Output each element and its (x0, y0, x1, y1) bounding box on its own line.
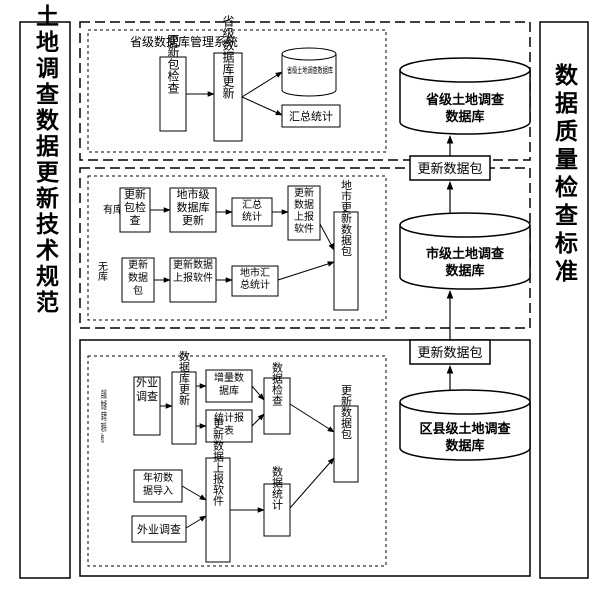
city-report-software-b: 更新数据上报软件 (173, 258, 213, 284)
county-field-survey-a: 外业调查 (136, 376, 158, 403)
county-field-survey-a-box (133, 376, 161, 436)
right-panel-label: 数据质量检查标准 (551, 63, 579, 287)
county-annual-import: 年初数据导入 (143, 471, 173, 497)
province-small-db-label: 省级土地调查数据库 (287, 65, 333, 75)
arrow-county-stat-to-check (251, 413, 265, 427)
province-db-label-line2: 数据库 (445, 109, 484, 125)
county-stat-report-box (205, 409, 253, 443)
province-db-label-line1: 省级土地调查 (425, 92, 505, 108)
arrow-county-incremental-to-check (251, 385, 265, 401)
county-update-package: 更新数据包 (340, 385, 353, 440)
county-annual-import-box (133, 469, 183, 503)
city-update-package: 更新数据包 (128, 258, 148, 297)
county-data-stat: 数据统计 (271, 466, 284, 511)
county-incremental-db: 增量数据库 (214, 371, 244, 397)
arrow-city-report-a-to-package (319, 223, 335, 251)
arrow-county-import-to-report (181, 485, 207, 501)
package-upper-box (409, 155, 491, 181)
city-update-package-check-box (119, 187, 151, 233)
province-summary: 汇总统计 (289, 109, 333, 123)
county-db-cylinder (399, 389, 531, 461)
county-system-frame (87, 355, 387, 567)
province-db-update: 省级数据库更新 (221, 15, 235, 99)
county-db-label-line2: 数据库 (445, 438, 484, 454)
city-has-db-label: 有库 (103, 203, 123, 216)
arrow-county-survey-b-to-report (185, 515, 207, 529)
county-report-software-box (205, 457, 231, 563)
city-city-package: 地市更新数据包 (340, 179, 353, 256)
city-report-software-a: 更新数据上报软件 (294, 186, 314, 235)
city-report-software-b-box (169, 257, 217, 303)
county-data-check: 数据检查 (271, 362, 284, 406)
province-summary-box (281, 104, 341, 128)
city-summary: 汇总统计 (242, 198, 262, 223)
right-panel (539, 21, 589, 579)
city-city-summary: 地市汇总统计 (240, 266, 270, 291)
county-stat-report: 统计报表 (214, 411, 244, 437)
left-panel (19, 21, 71, 579)
county-db-update: 数据库更新 (178, 350, 191, 405)
city-db-label-line1: 市级土地调查 (426, 246, 505, 262)
province-db-update-box (213, 52, 243, 142)
package-upper: 更新数据包 (417, 161, 482, 177)
city-update-package-box (121, 257, 155, 303)
city-update-package-check: 更新包检查 (124, 187, 146, 227)
arrow-province-update-to-summary (241, 96, 283, 116)
city-no-db-label: 无库 (96, 261, 108, 282)
county-db-label-line1: 区县级土地调查 (419, 421, 511, 437)
arrow-province-update-to-db (241, 71, 283, 98)
package-lower: 更新数据包 (417, 345, 482, 361)
province-system-title: 省级数据库管理系统 (130, 34, 238, 49)
city-db-update: 地市级数据库更新 (177, 187, 210, 227)
arrow-county-check-to-package (289, 403, 335, 433)
arrow-city-summary-to-package (277, 261, 335, 281)
province-db-cylinder (399, 57, 531, 135)
county-system-title: 县级数据库管理系统 (101, 389, 107, 445)
county-outer-frame (79, 339, 531, 577)
county-data-check-box (263, 377, 291, 435)
city-db-label-line2: 数据库 (445, 263, 484, 279)
city-system-frame (87, 175, 387, 321)
package-lower-box (409, 339, 491, 365)
county-field-survey-b-box (131, 515, 187, 543)
city-summary-box (231, 197, 273, 227)
county-update-package-box (333, 405, 359, 483)
province-update-package-check: 更新包检查 (166, 34, 180, 94)
city-db-cylinder (399, 212, 531, 290)
left-panel-label: 土地调查数据更新技术规范 (32, 4, 60, 316)
province-small-db-cylinder (281, 47, 337, 97)
county-report-software: 更新数据上报软件 (212, 418, 225, 507)
city-city-summary-box (231, 265, 279, 297)
arrow-county-stat-to-package (289, 457, 335, 509)
county-field-survey-b: 外业调查 (137, 522, 181, 536)
province-update-package-check-box (159, 56, 187, 132)
county-data-stat-box (263, 483, 291, 537)
city-city-package-box (333, 211, 359, 311)
